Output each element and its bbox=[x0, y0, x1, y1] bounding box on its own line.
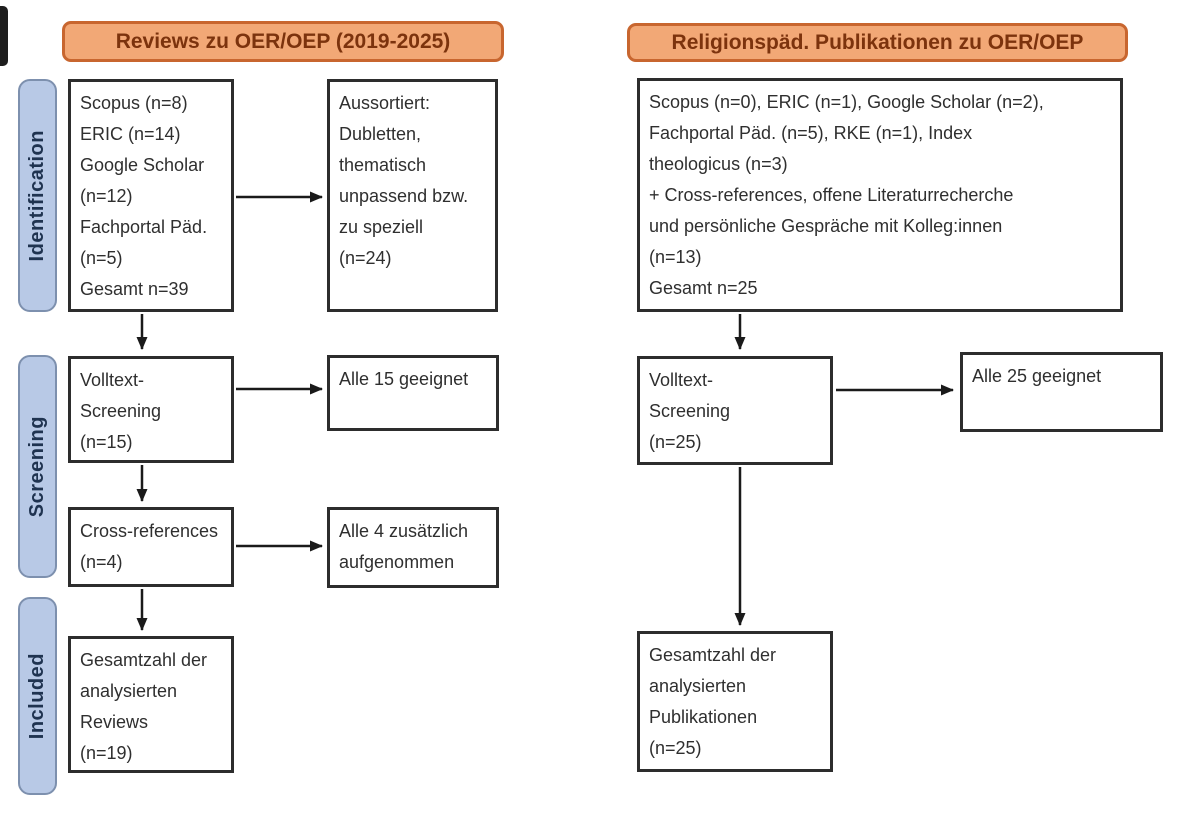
stage-pill-included: Included bbox=[18, 597, 57, 795]
box-reviews-excluded: Aussortiert: Dubletten, thematisch unpas… bbox=[327, 79, 498, 312]
stage-pill-identification: Identification bbox=[18, 79, 57, 312]
box-reviews-crossref-added: Alle 4 zusätzlich aufgenommen bbox=[327, 507, 499, 588]
box-relpaed-fulltext-screening: Volltext- Screening (n=25) bbox=[637, 356, 833, 465]
box-reviews-all-eligible: Alle 15 geeignet bbox=[327, 355, 499, 431]
box-reviews-crossreferences: Cross-references (n=4) bbox=[68, 507, 234, 587]
stage-pill-screening-label: Screening bbox=[26, 415, 48, 518]
box-reviews-fulltext-screening: Volltext- Screening (n=15) bbox=[68, 356, 234, 463]
box-reviews-total-included: Gesamtzahl der analysierten Reviews (n=1… bbox=[68, 636, 234, 773]
stage-pill-included-label: Included bbox=[26, 652, 48, 740]
box-relpaed-total-included: Gesamtzahl der analysierten Publikatione… bbox=[637, 631, 833, 772]
column-header-relpaed: Religionspäd. Publikationen zu OER/OEP bbox=[627, 23, 1128, 62]
stage-pill-identification-label: Identification bbox=[26, 129, 48, 262]
box-reviews-sources: Scopus (n=8) ERIC (n=14) Google Scholar … bbox=[68, 79, 234, 312]
box-relpaed-sources: Scopus (n=0), ERIC (n=1), Google Scholar… bbox=[637, 78, 1123, 312]
column-header-relpaed-label: Religionspäd. Publikationen zu OER/OEP bbox=[671, 30, 1084, 54]
box-relpaed-all-eligible: Alle 25 geeignet bbox=[960, 352, 1163, 432]
column-header-reviews-label: Reviews zu OER/OEP (2019-2025) bbox=[115, 29, 451, 53]
stage-pill-screening: Screening bbox=[18, 355, 57, 578]
cropped-shape-fragment bbox=[0, 6, 8, 66]
column-header-reviews: Reviews zu OER/OEP (2019-2025) bbox=[62, 21, 504, 62]
